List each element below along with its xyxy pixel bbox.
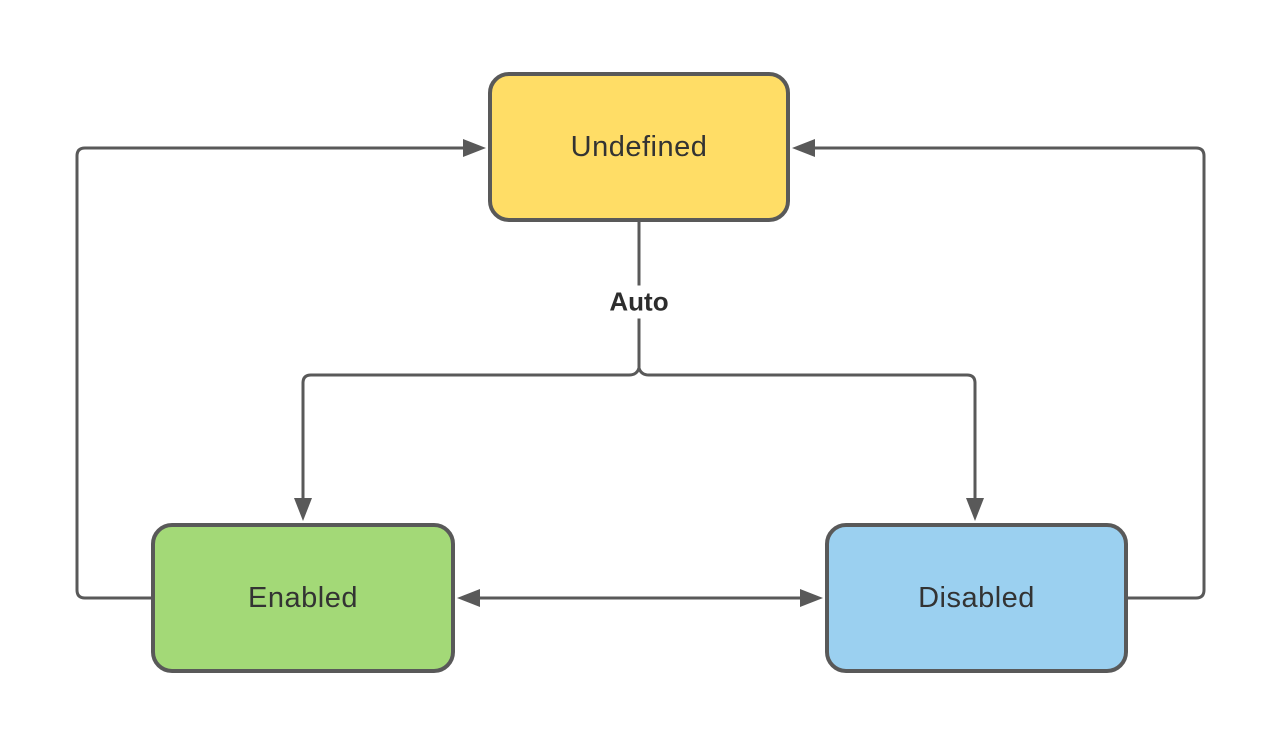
arrowhead-into-disabled-top — [966, 498, 984, 521]
state-label-enabled: Enabled — [248, 581, 358, 614]
arrowhead-into-undefined-left — [463, 139, 486, 157]
edge-label-auto: Auto — [604, 285, 674, 319]
state-node-disabled: Disabled — [825, 523, 1128, 673]
state-label-disabled: Disabled — [918, 581, 1035, 614]
arrowhead-into-enabled-top — [294, 498, 312, 521]
state-node-undefined: Undefined — [488, 72, 790, 222]
arrowhead-into-enabled-right — [457, 589, 480, 607]
arrowhead-into-undefined-right — [792, 139, 815, 157]
edge-auto-to-disabled — [637, 367, 977, 500]
edge-disabled-to-undefined — [814, 146, 1206, 600]
edge-enabled-to-undefined — [75, 146, 464, 600]
arrowhead-into-disabled-left — [800, 589, 823, 607]
edge-auto-to-enabled — [301, 367, 641, 500]
state-node-enabled: Enabled — [151, 523, 455, 673]
state-label-undefined: Undefined — [570, 130, 708, 163]
